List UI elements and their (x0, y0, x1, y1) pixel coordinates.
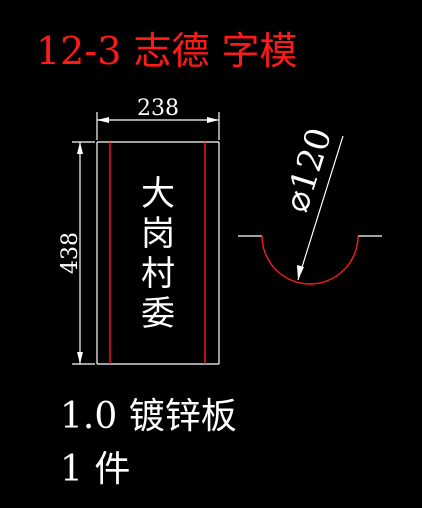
width-arrow-left (97, 117, 109, 123)
height-arrow-bottom (77, 352, 83, 364)
height-arrow-top (77, 142, 83, 154)
plate-char-4: 委 (141, 294, 175, 334)
quantity-spec: 1 件 (60, 449, 130, 490)
height-dimension-label: 438 (58, 232, 83, 274)
diameter-arrow (297, 265, 304, 280)
plate-char-2: 岗 (141, 214, 175, 254)
width-arrow-right (207, 117, 219, 123)
plate-char-1: 大 (141, 174, 175, 214)
width-dimension: 238 (96, 96, 220, 140)
diameter-value: 120 (283, 123, 341, 197)
drawing-title: 12-3 志德 字模 (36, 29, 298, 73)
plate-text: 大 岗 村 委 (141, 174, 175, 334)
diameter-leader-line (297, 135, 344, 281)
diameter-label: ⌀120 (276, 123, 340, 216)
plate-outline (96, 141, 220, 365)
profile-arc (261, 235, 359, 285)
diameter-label-group: ⌀120 (276, 123, 340, 216)
profile-section: ⌀120 (238, 123, 382, 285)
material-spec: 1.0 镀锌板 (60, 396, 237, 437)
height-dimension: 438 (58, 141, 95, 365)
plate-char-3: 村 (141, 254, 175, 294)
width-dimension-label: 238 (137, 96, 179, 121)
